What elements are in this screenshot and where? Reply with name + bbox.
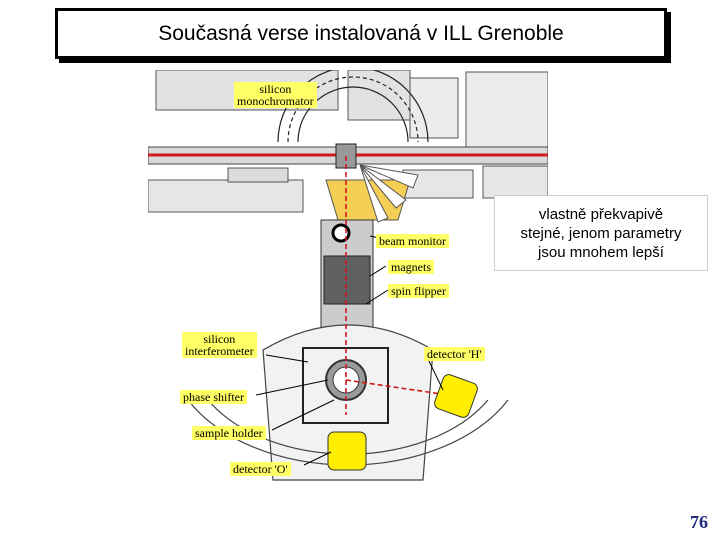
monochromator-arc bbox=[277, 70, 429, 143]
callout-line: jsou mnohem lepší bbox=[538, 243, 664, 261]
label-phase-shifter: phase shifter bbox=[180, 390, 247, 404]
monochromator-arc bbox=[287, 76, 419, 143]
detector-o-shape bbox=[327, 431, 367, 471]
shield-block bbox=[409, 77, 459, 139]
label-beam-monitor: beam monitor bbox=[376, 234, 449, 248]
label-magnets: magnets bbox=[388, 260, 434, 274]
label-spin-flipper: spin flipper bbox=[388, 284, 449, 298]
detector-h-shape bbox=[434, 374, 478, 418]
leader-line bbox=[271, 399, 335, 431]
label-silicon-interferometer: silicon interferometer bbox=[182, 332, 257, 358]
magnets bbox=[323, 255, 371, 305]
label-detector-h: detector 'H' bbox=[424, 347, 485, 361]
label-sample-holder: sample holder bbox=[192, 426, 266, 440]
leader-line bbox=[265, 354, 309, 363]
h-beam bbox=[345, 379, 449, 396]
beam-monitor bbox=[331, 223, 351, 243]
callout-line: stejné, jenom parametry bbox=[520, 224, 682, 242]
label-line: interferometer bbox=[185, 344, 254, 358]
label-line: silicon bbox=[203, 332, 236, 346]
shield-block bbox=[227, 167, 289, 183]
shield-block bbox=[465, 71, 548, 151]
collimator-wedges bbox=[359, 164, 419, 223]
leader-line bbox=[303, 451, 332, 466]
shield-block bbox=[148, 179, 304, 213]
page-number: 76 bbox=[690, 512, 708, 532]
callout-text: vlastně překvapivě stejné, jenom paramet… bbox=[494, 195, 708, 271]
shield-block bbox=[482, 165, 548, 199]
callout-line: vlastně překvapivě bbox=[538, 205, 664, 223]
label-detector-o: detector 'O' bbox=[230, 462, 291, 476]
setup-drawing bbox=[148, 70, 548, 481]
leader-line bbox=[369, 265, 387, 277]
leader-line bbox=[365, 289, 389, 305]
leader-line bbox=[255, 379, 329, 396]
label-silicon-monochromator: silicon monochromator bbox=[234, 82, 317, 108]
label-line: monochromator bbox=[237, 94, 314, 108]
slide-title: Současná verse instalovaná v ILL Grenobl… bbox=[55, 8, 667, 59]
monochromator-arc bbox=[297, 86, 409, 143]
label-line: silicon bbox=[259, 82, 292, 96]
interferometer-diagram: silicon monochromator beam monitor magne… bbox=[148, 70, 548, 500]
